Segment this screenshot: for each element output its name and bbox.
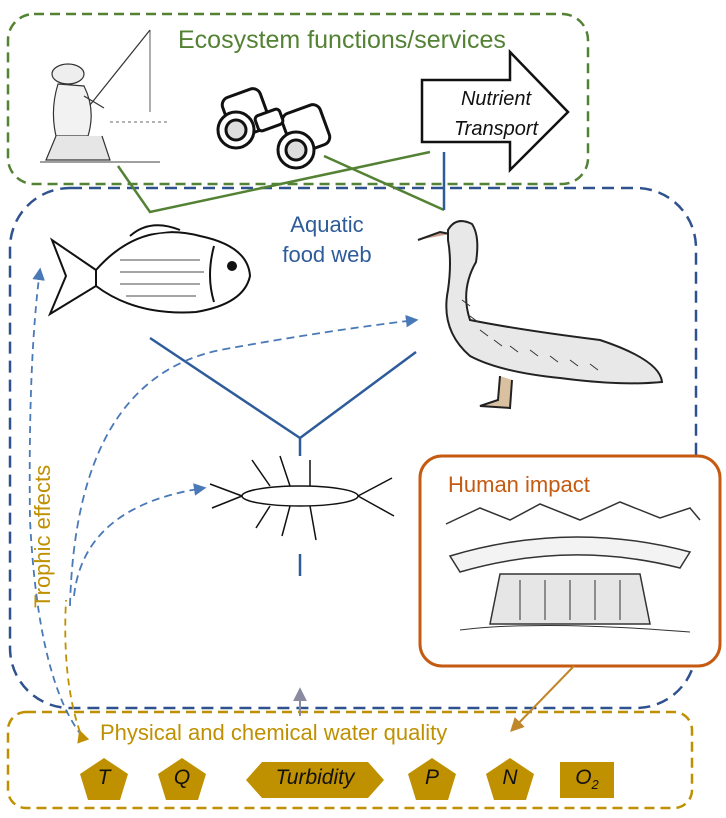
- param-t-shape: [80, 758, 128, 800]
- param-n-shape: [486, 758, 534, 800]
- trophic-arrow-stonefly: [73, 483, 207, 597]
- param-o2-label: O2: [560, 766, 614, 792]
- water-quality-title: Physical and chemical water quality: [100, 720, 448, 745]
- foodweb-title: Aquatic food web: [272, 210, 382, 270]
- foodweb-line1: Aquatic: [290, 212, 364, 237]
- nutrient-line2: Transport: [453, 118, 539, 140]
- trophic-effects-label: Trophic effects: [30, 464, 55, 608]
- food-web-links: [149, 336, 417, 440]
- ecosystem-title: Ecosystem functions/services: [178, 26, 506, 54]
- param-q-shape: [158, 758, 206, 800]
- param-p-shape: [408, 758, 456, 800]
- dam-illustration: [445, 501, 701, 633]
- o2-letter: O: [575, 766, 592, 789]
- trophic-arrow-fish: [28, 267, 83, 737]
- binoculars-duck-link: [323, 154, 445, 212]
- stonefly-illustration: [209, 455, 395, 541]
- water-quality-box: [6, 710, 694, 810]
- human-to-water-arrow: [510, 665, 575, 733]
- trophic-arrow-lower: [64, 599, 90, 744]
- nutrient-transport-arrow: [420, 48, 570, 174]
- param-o2-shape: [560, 762, 614, 798]
- param-n-label: N: [502, 766, 518, 789]
- nutrient-line1: Nutrient: [460, 88, 532, 110]
- param-q-label: Q: [173, 766, 191, 789]
- foodweb-box: [8, 186, 698, 710]
- param-t-label: T: [97, 766, 111, 789]
- fisherman-fish-link: [116, 150, 431, 214]
- duck-illustration: [417, 220, 664, 410]
- nutrient-transport-label: Nutrient Transport: [436, 84, 556, 144]
- fisherman-illustration: [40, 29, 170, 163]
- param-p-label: P: [424, 766, 439, 789]
- trophic-arrow-duck: [69, 314, 419, 607]
- o2-subscript: 2: [591, 777, 599, 793]
- binoculars-icon: [216, 87, 332, 170]
- param-turbidity-label: Turbidity: [275, 766, 355, 789]
- param-turbidity-shape: [246, 762, 384, 798]
- human-impact-title: Human impact: [448, 472, 590, 497]
- ecosystem-box: [6, 12, 590, 186]
- foodweb-line2: food web: [282, 242, 372, 267]
- fish-illustration: [47, 224, 252, 317]
